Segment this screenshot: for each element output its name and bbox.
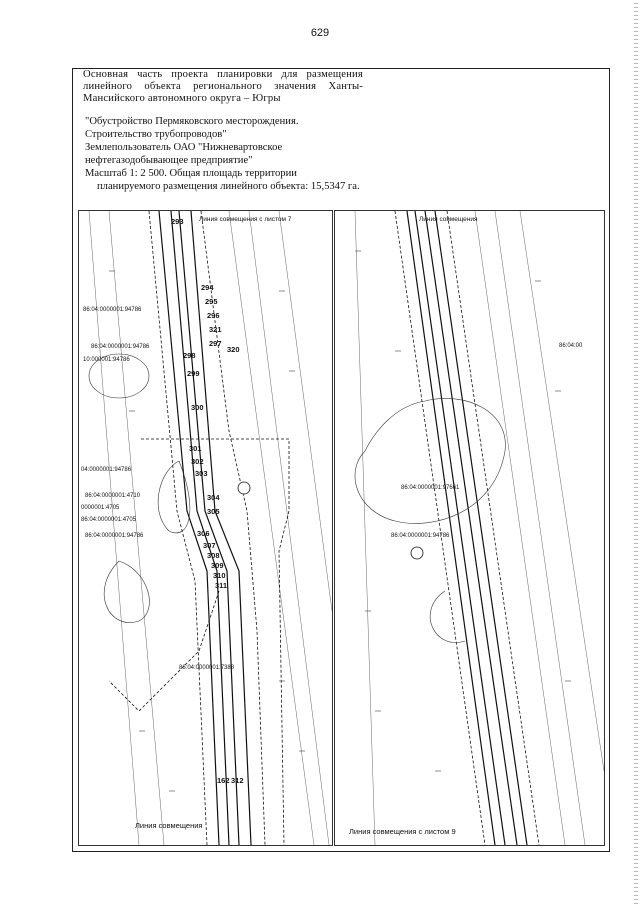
cadastral-label: 10:000001:94786 [83,357,130,363]
point-label: 299 [187,369,200,378]
point-label: 306 [197,529,210,538]
page-number: 629 [310,27,330,39]
point-label: 310 [213,571,226,580]
point-label: 295 [205,297,218,306]
point-label: 307 [203,541,216,550]
right-caption-bottom: Линия совмещения с листом 9 [349,827,456,836]
project-line-4: нефтегазодобывающее предприятие" [85,155,253,166]
point-label: 294 [201,283,214,292]
header-block: Основная часть проекта планировки для ра… [83,69,603,193]
point-label: 302 [191,457,204,466]
project-line-3: Землепользователь ОАО "Нижневартовское [85,142,283,153]
point-label: 296 [207,311,220,320]
project-line-1: "Обустройство Пермяковского месторождени… [85,116,299,127]
right-caption-top: Линия совмещения [419,216,478,223]
left-map-panel: Линия совмещения с листом 7 293 294 295 … [78,210,333,846]
cadastral-label: 86:04:0000001:94786 [91,344,150,350]
title-line-3: Мансийского автономного округа – Югры [83,93,281,104]
cadastral-label: 86:04:0000001:4710 [85,493,141,499]
point-label: 303 [195,469,208,478]
cadastral-label: 86:04:0000001:94786 [391,533,450,539]
right-map-panel: Линия совмещения 86:04:0000001:97661 86:… [334,210,605,846]
project-line-2: Строительство трубопроводов" [85,129,227,140]
point-label: 321 [209,325,222,334]
point-label: 309 [211,561,224,570]
cadastral-label: 86:04:0000001:97661 [401,485,460,491]
point-label: 293 [171,217,184,226]
left-map-drawing [88,211,332,845]
point-label: 162 [217,776,230,785]
point-label: 305 [207,507,220,516]
project-line-6: планируемого размещения линейного объект… [97,181,360,192]
point-label: 312 [231,776,244,785]
document-frame: Основная часть проекта планировки для ра… [72,68,610,852]
title-line-1: Основная часть проекта планировки для ра… [83,69,363,80]
project-line-5: Масштаб 1: 2 500. Общая площадь территор… [85,168,297,179]
cadastral-label: 86:04:0000001:7388 [179,665,235,671]
point-label: 304 [207,493,220,502]
point-label: 298 [183,351,196,360]
point-label: 297 [209,339,222,348]
cadastral-label: 04:0000001:94786 [81,467,132,473]
point-label: 301 [189,444,202,453]
cadastral-label: 86:04:0000001:4705 [81,517,137,523]
title-line-2: линейного объекта регионального значения… [83,81,363,92]
point-label: 308 [207,551,220,560]
right-map-drawing [354,211,604,845]
cadastral-label: 86:04:0000001:94786 [85,533,144,539]
scan-edge [634,0,638,905]
cadastral-label: 0000001:4705 [81,505,120,511]
cadastral-label: 86:04:00 [559,343,583,349]
point-label: 320 [227,345,240,354]
point-label: 300 [191,403,204,412]
left-caption-top: Линия совмещения с листом 7 [199,216,292,223]
left-caption-bottom: Линия совмещения [135,821,203,830]
cadastral-label: 86:04:0000001:94786 [83,307,142,313]
point-label: 311 [215,581,228,590]
